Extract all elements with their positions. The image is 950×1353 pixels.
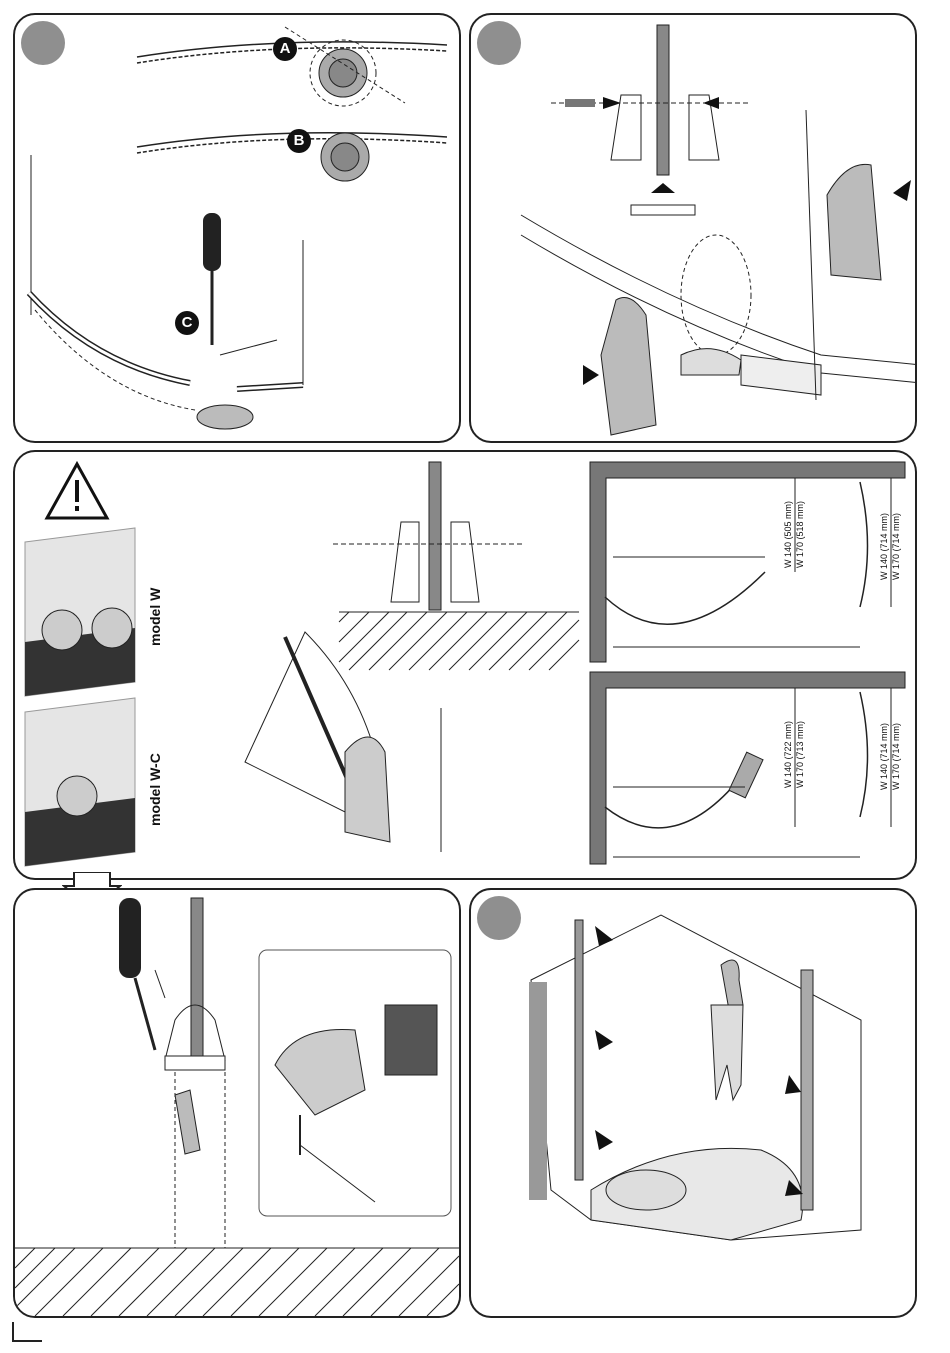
- page-corner-mark: [12, 1322, 42, 1342]
- final-assembly-illustration: [471, 890, 915, 1316]
- dim-top-outer-1: W 140 (714 mm): [879, 513, 889, 580]
- dim-top-inner-1: W 140 (505 mm): [783, 501, 793, 568]
- dim-top-outer-2: W 170 (714 mm): [891, 513, 901, 580]
- panel-end-cap-assembly: [469, 13, 917, 443]
- hinge-illustration: [15, 15, 459, 441]
- callout-b: B: [287, 129, 311, 153]
- dim-bottom-inner-1: W 140 (722 mm): [783, 721, 793, 788]
- panel-final-assembly: [469, 888, 917, 1318]
- end-cap-illustration: [471, 15, 915, 441]
- floor-fixing-illustration: [15, 890, 459, 1316]
- dim-bottom-inner-2: W 170 (713 mm): [795, 721, 805, 788]
- callout-c: C: [175, 311, 199, 335]
- model-w-label: model W: [147, 588, 163, 646]
- callout-a: A: [273, 37, 297, 61]
- dim-bottom-outer-2: W 170 (714 mm): [891, 723, 901, 790]
- step-marker-icon: [477, 896, 521, 940]
- panel-alignment: model W model W-C W 140 (505 mm) W 170 (…: [13, 450, 917, 880]
- dim-bottom-outer-1: W 140 (714 mm): [879, 723, 889, 790]
- dim-top-inner-2: W 170 (518 mm): [795, 501, 805, 568]
- panel-floor-fixing: [13, 888, 461, 1318]
- model-wc-label: model W-C: [147, 753, 163, 826]
- panel-hinge-mounting: A B C: [13, 13, 461, 443]
- step-marker-icon: [477, 21, 521, 65]
- step-marker-icon: [21, 21, 65, 65]
